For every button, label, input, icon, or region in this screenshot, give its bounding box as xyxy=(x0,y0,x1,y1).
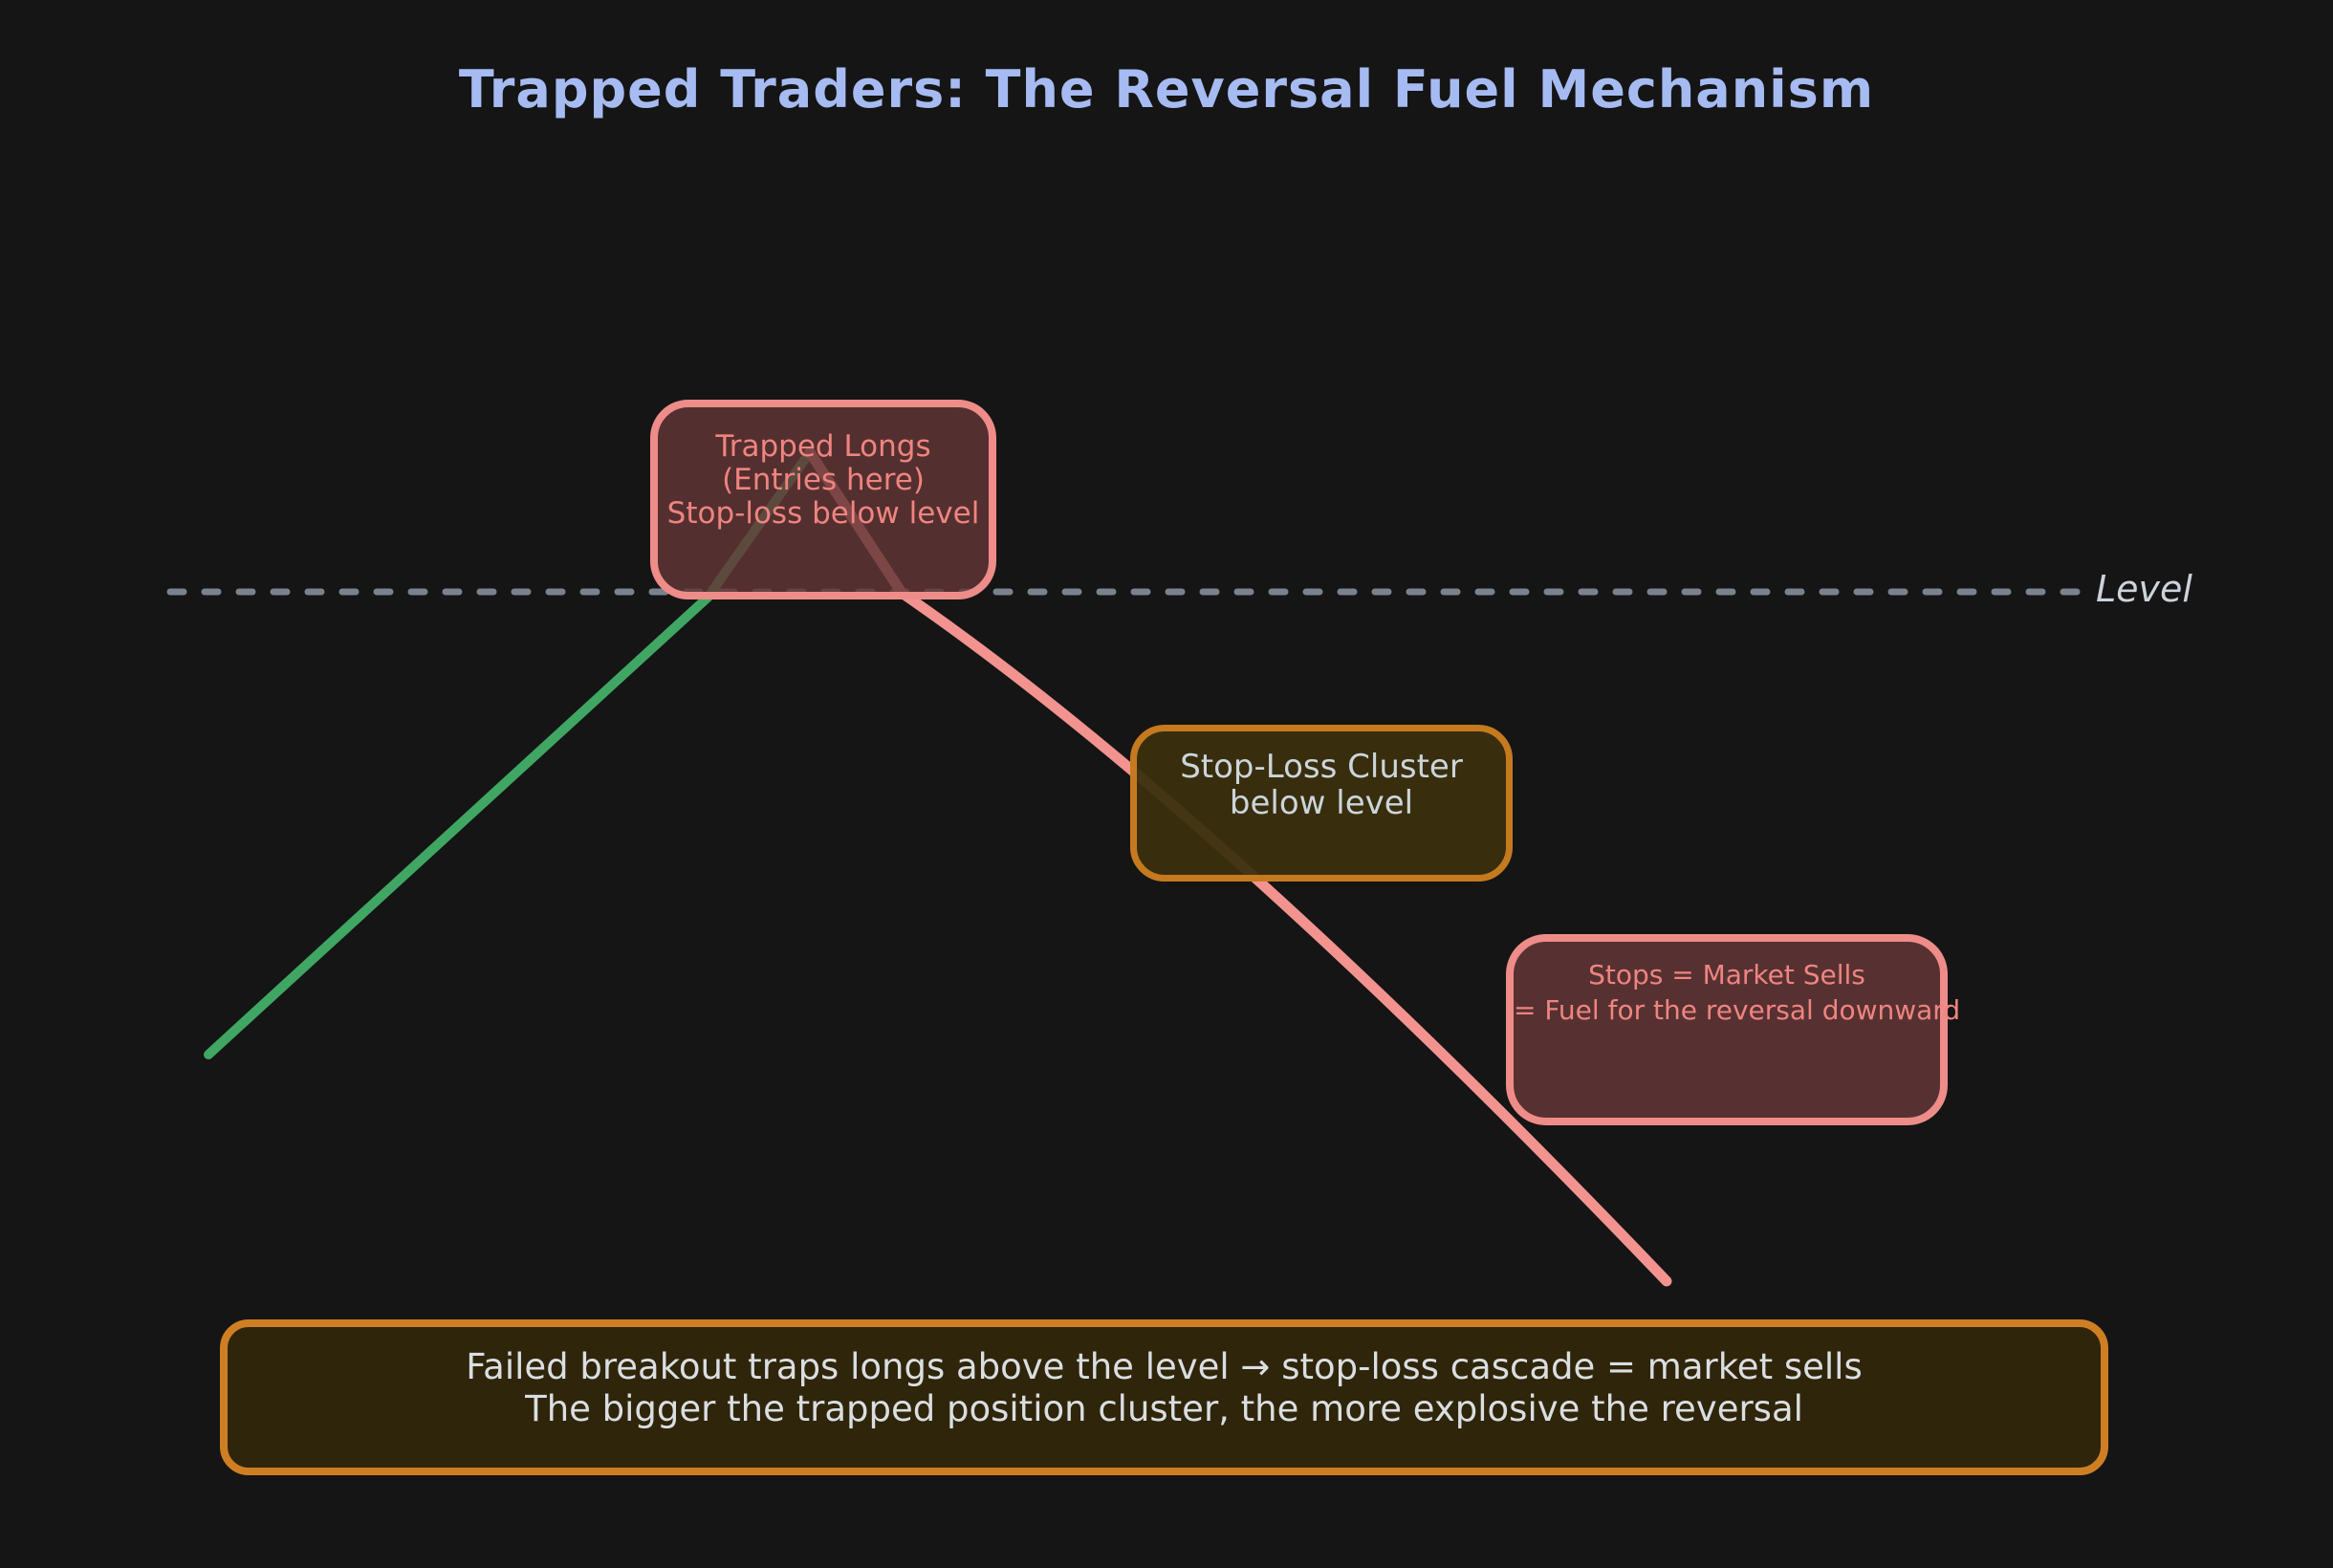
summary-line-2: The bigger the trapped position cluster,… xyxy=(525,1388,1803,1429)
level-label: Level xyxy=(2096,568,2192,610)
summary-banner: Failed breakout traps longs above the le… xyxy=(220,1319,2108,1475)
page-title: Trapped Traders: The Reversal Fuel Mecha… xyxy=(458,59,1875,120)
trapped-longs-line-3: Stop-loss below level xyxy=(666,496,980,531)
stops-market-sells-box: Stops = Market Sells = Fuel for the reve… xyxy=(1506,934,1961,1125)
trapped-longs-line-2: (Entries here) xyxy=(722,463,925,497)
stop-loss-cluster-box: Stop-Loss Cluster below level xyxy=(1130,725,1513,882)
trapped-longs-line-1: Trapped Longs xyxy=(715,429,931,464)
trapped-longs-box: Trapped Longs (Entries here) Stop-loss b… xyxy=(650,400,996,599)
stops-market-sells-line-1: Stops = Market Sells xyxy=(1588,959,1865,991)
summary-line-1: Failed breakout traps longs above the le… xyxy=(466,1346,1863,1387)
stops-market-sells-line-2: = Fuel for the reversal downward xyxy=(1514,994,1961,1026)
stop-loss-cluster-line-1: Stop-Loss Cluster xyxy=(1180,748,1463,786)
stop-loss-cluster-line-2: below level xyxy=(1229,784,1414,822)
